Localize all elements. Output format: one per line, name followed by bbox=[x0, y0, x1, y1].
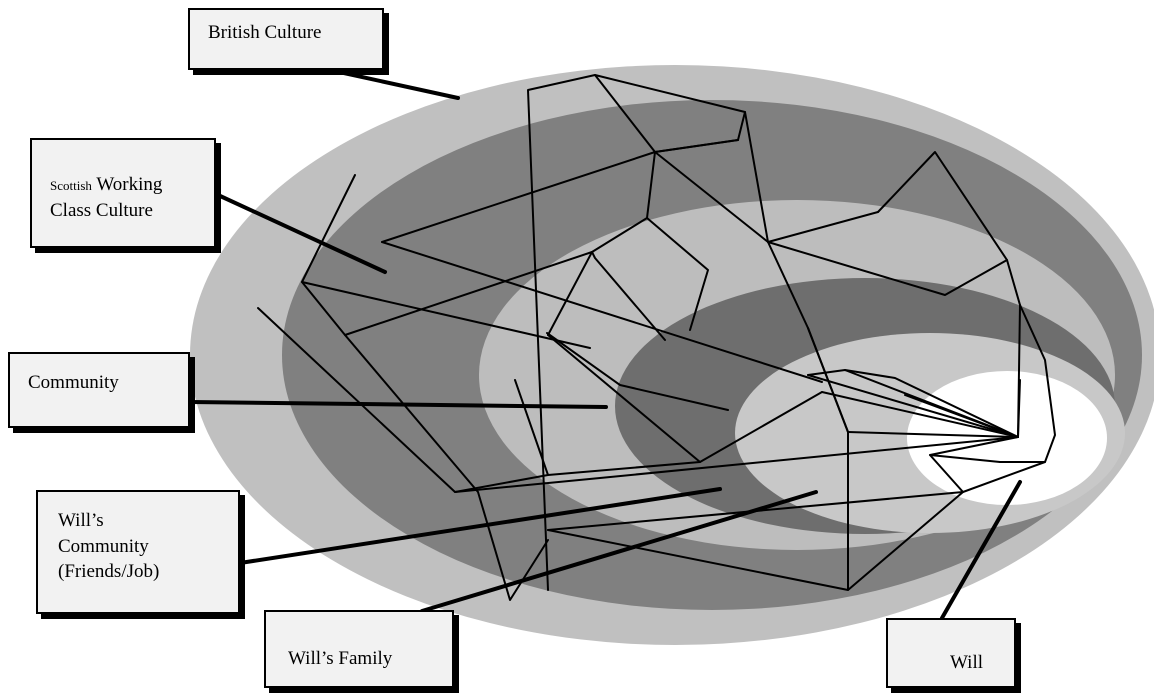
label-scottish-prefix: Scottish bbox=[50, 178, 92, 193]
label-will: Will bbox=[886, 618, 1016, 688]
label-leader-lines bbox=[188, 68, 1022, 620]
leader-wills-community bbox=[238, 487, 722, 565]
label-wills-community-line2: Community bbox=[58, 535, 149, 557]
leader-will bbox=[940, 480, 1022, 620]
label-wills-community: Will’s Community (Friends/Job) bbox=[36, 490, 240, 614]
label-scottish-working: Working bbox=[96, 174, 163, 195]
social-network-web bbox=[257, 74, 1056, 601]
label-british-culture-text: British Culture bbox=[208, 22, 322, 43]
label-community: Community bbox=[8, 352, 190, 428]
label-will-text: Will bbox=[950, 652, 984, 673]
label-wills-community-line1: Will’s bbox=[58, 510, 104, 531]
label-wills-family: Will’s Family bbox=[264, 610, 454, 688]
label-scottish-line1: Scottish Working bbox=[50, 172, 214, 198]
leader-british-culture bbox=[328, 68, 460, 100]
label-wills-community-line3: (Friends/Job) bbox=[58, 561, 160, 583]
label-scottish-line2: Class Culture bbox=[50, 199, 153, 221]
label-scottish-working-class-culture: Scottish Working Class Culture bbox=[30, 138, 216, 248]
label-british-culture: British Culture bbox=[188, 8, 384, 70]
leader-community bbox=[188, 400, 608, 409]
label-wills-family-text: Will’s Family bbox=[288, 648, 393, 669]
leader-wills-family bbox=[420, 490, 818, 613]
leader-scottish-culture bbox=[216, 193, 387, 274]
label-community-text: Community bbox=[28, 372, 119, 393]
